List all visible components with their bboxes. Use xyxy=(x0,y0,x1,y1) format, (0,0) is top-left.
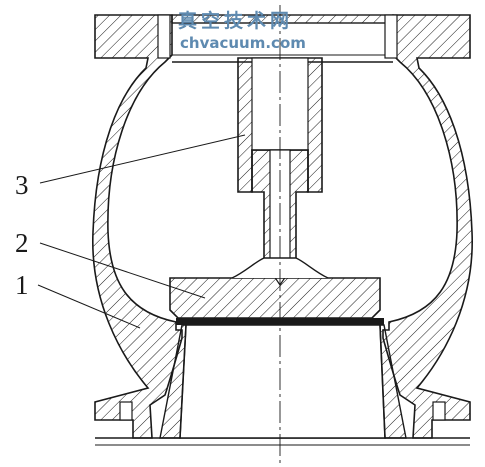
callout-2: 2 xyxy=(15,228,29,258)
leader-line-2 xyxy=(39,242,206,299)
watermark-url: chvacuum.com xyxy=(180,34,306,52)
bolt-hole-bottom-left xyxy=(119,401,133,421)
body-wall-left xyxy=(92,14,183,439)
bolt-hole-top-right xyxy=(384,14,398,59)
body-wall-right xyxy=(382,14,473,439)
valve-disc xyxy=(169,277,381,319)
bolt-hole-top-left xyxy=(157,14,171,59)
leader-line-1 xyxy=(37,284,141,329)
bolt-hole-bottom-right xyxy=(432,401,446,421)
callout-3: 3 xyxy=(15,170,29,200)
watermark-chinese: 真空技术网 xyxy=(178,10,294,32)
valve-seat xyxy=(179,324,386,439)
leader-line-3 xyxy=(39,134,246,184)
callout-1: 1 xyxy=(15,270,29,300)
